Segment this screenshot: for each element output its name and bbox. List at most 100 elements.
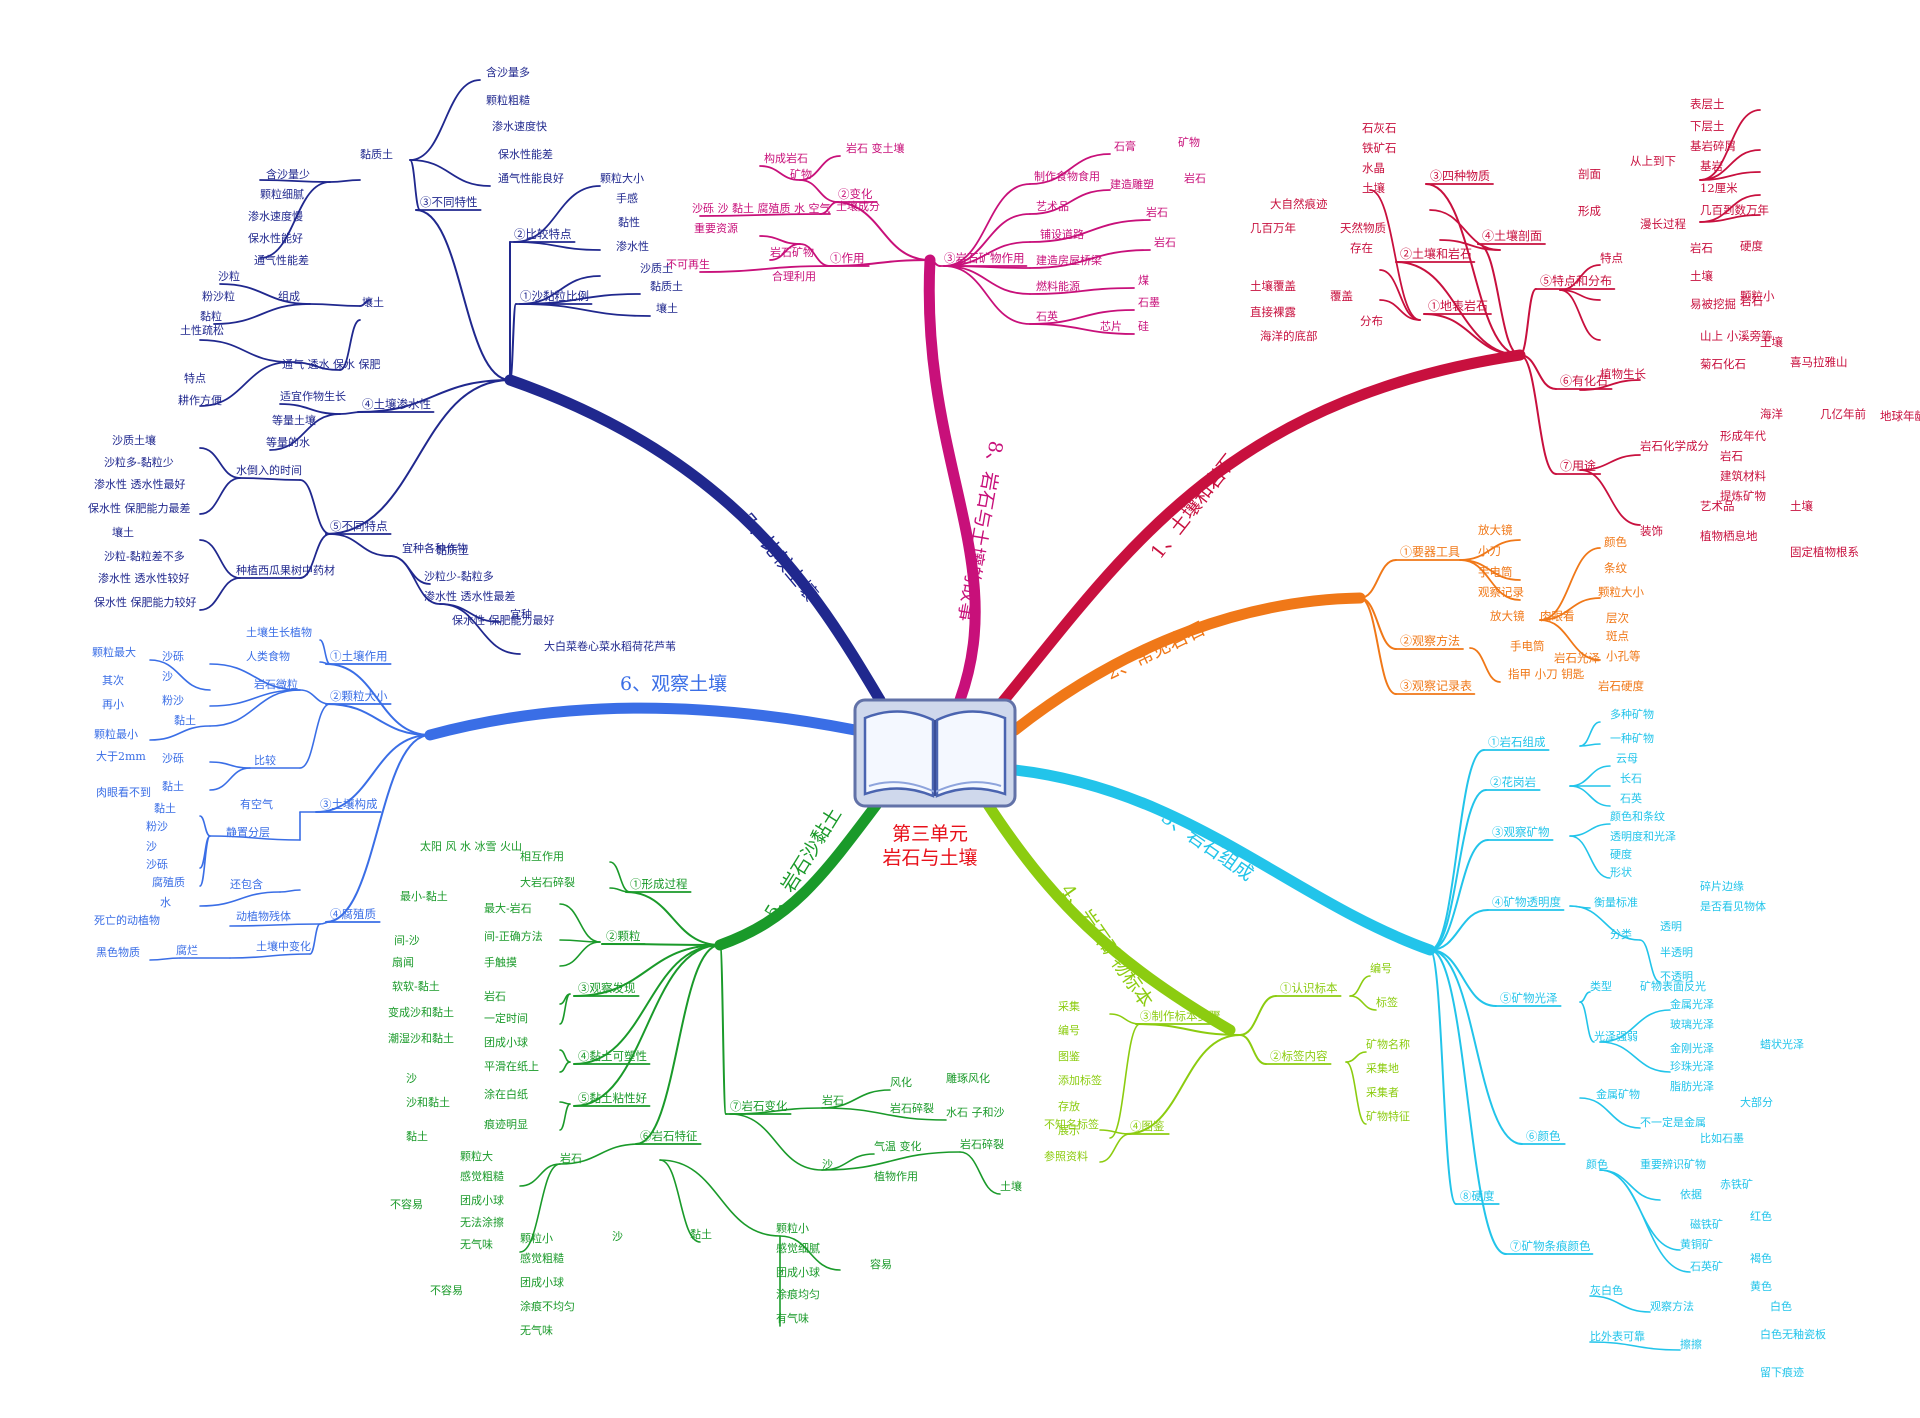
b2-topic-edge-0 — [1359, 559, 1397, 599]
b3-leaf-23: 蜡状光泽 — [1760, 1037, 1804, 1051]
b1-leaf-19: 覆盖 — [1330, 289, 1353, 303]
branch-edges — [149, 79, 1761, 1351]
b2-topic-1: ②观察方法 — [1400, 633, 1460, 648]
b2-leaf-15: 岩石硬度 — [1598, 679, 1644, 693]
b7-leaf-edge-25 — [199, 477, 241, 515]
b7-leaf-20: 黏粒 — [200, 309, 222, 323]
b7-leaf-25: 特点 — [184, 371, 206, 385]
b5-leaf-36: 颗粒小 — [776, 1221, 809, 1235]
b5-leaf-edge-11 — [559, 1143, 641, 1165]
b5-leaf-3: 最小-黏土 — [400, 889, 448, 903]
b5-leaf-10: 变成沙和黏土 — [388, 1005, 454, 1019]
b8-leaf-5: 重要资源 — [694, 221, 738, 235]
b7-leaf-edge-26 — [299, 533, 331, 579]
b1-leaf-3: 土壤 — [1362, 181, 1385, 195]
b7-leaf-15: 渗水速度慢 — [248, 209, 303, 223]
b7-leaf-35: 种植西瓜果树中药材 — [236, 563, 335, 577]
b7-leaf-31: 沙质土壤 — [112, 433, 156, 447]
b4-topic-2: ③制作标本步骤 — [1140, 1009, 1221, 1023]
b7-topic-edge-3 — [357, 379, 511, 413]
b4-leaf-edge-4 — [1109, 1013, 1141, 1025]
b1-leaf-16: 天然物质 — [1340, 221, 1386, 235]
b5-leaf-29: 颗粒小 — [520, 1231, 553, 1245]
b7-leaf-18: 沙粒 — [218, 269, 240, 283]
b3-leaf-edge-19 — [1589, 1341, 1681, 1351]
b5-leaf-edge-16 — [779, 1235, 841, 1271]
b3-leaf-21: 金刚光泽 — [1670, 1041, 1714, 1055]
b1-topic-4: ⑤特点和分布 — [1540, 273, 1612, 288]
b1-leaf-44: 艺术品 — [1700, 499, 1735, 513]
b8-topic-2: ③岩石矿物作用 — [944, 251, 1025, 265]
b1-topic-0: ①地表岩石 — [1428, 298, 1488, 313]
b1-topic-edge-2 — [1425, 183, 1521, 356]
b2-leaf-edge-4 — [1539, 597, 1601, 621]
b5-leaf-1: 相互作用 — [520, 850, 564, 863]
b1-leaf-26: 土壤 — [1690, 269, 1713, 283]
b2-leaf-13: 岩石光泽 — [1554, 651, 1600, 665]
b5-leaf-edge-20 — [821, 1107, 947, 1121]
b3-leaf-39: 白色 — [1770, 1299, 1792, 1313]
b6-leaf-12: 沙砾 — [162, 752, 184, 765]
b1-leaf-41: 建筑材料 — [1720, 469, 1766, 483]
b4-leaf-edge-3 — [1345, 1061, 1367, 1125]
b8-leaf-6: 岩石矿物 — [770, 245, 814, 259]
b1-leaf-37: 地球年龄 — [1880, 409, 1920, 423]
b8-leaf-12: 艺术品 — [1036, 200, 1069, 213]
b3-leaf-18: 光泽强弱 — [1594, 1029, 1638, 1043]
main-branch-b5 — [714, 794, 886, 951]
b1-leaf-edge-9 — [1579, 454, 1641, 471]
b3-topic-7: ⑧硬度 — [1460, 1189, 1495, 1203]
b5-leaf-15: 平滑在纸上 — [484, 1060, 539, 1073]
b6-leaf-29: 腐烂 — [176, 943, 198, 957]
b2-topic-edge-2 — [1359, 597, 1397, 695]
b6-leaf-19: 粉沙 — [146, 820, 168, 833]
b7-leaf-21: 组成 — [278, 289, 300, 303]
b1-leaf-18: 土壤覆盖 — [1250, 279, 1296, 293]
b2-leaf-6: 颗粒大小 — [1598, 585, 1644, 599]
b7-leaf-17: 通气性能差 — [254, 253, 309, 267]
b5-leaf-edge-2 — [559, 903, 601, 943]
b6-leaf-16: 有空气 — [240, 797, 273, 811]
b1-topic-edge-6 — [1519, 354, 1557, 475]
b1-topic-5: ⑥有化石 — [1560, 374, 1608, 388]
b6-leaf-8: 再小 — [102, 698, 124, 711]
b1-leaf-32: 植物生长 — [1600, 367, 1646, 381]
b4-leaf-7: 编号 — [1058, 1023, 1080, 1037]
b3-leaf-11: 是否看见物体 — [1700, 899, 1766, 913]
b1-topic-1: ②土壤和岩石 — [1400, 246, 1472, 261]
b3-topic-edge-2 — [1429, 839, 1489, 951]
branch-label-b2: 2、常见岩石 — [1103, 618, 1209, 685]
b5-leaf-40: 有气味 — [776, 1311, 809, 1325]
b1-leaf-0: 石灰石 — [1362, 121, 1397, 135]
b7-leaf-45: 宜种 — [510, 607, 532, 621]
b4-topic-edge-1 — [1239, 1034, 1267, 1065]
b5-leaf-edge-21 — [729, 1113, 823, 1171]
b1-leaf-20: 直接裸露 — [1250, 305, 1296, 319]
b1-leaf-34: 喜马拉雅山 — [1790, 355, 1848, 369]
b6-topic-edge-1 — [325, 703, 431, 736]
b1-leaf-23: 特点 — [1600, 251, 1623, 265]
b1-leaf-edge-2 — [1369, 189, 1421, 321]
b7-leaf-edge-28 — [199, 539, 241, 579]
b5-leaf-30: 感觉粗糙 — [520, 1251, 564, 1265]
b7-leaf-6: 壤土 — [656, 301, 678, 315]
b7-leaf-edge-17 — [199, 339, 291, 363]
b4-leaf-5: 矿物特征 — [1366, 1109, 1410, 1123]
b5-topic-1: ②颗粒 — [606, 929, 641, 943]
b7-leaf-edge-20 — [279, 403, 341, 415]
b3-leaf-edge-1 — [1579, 743, 1601, 747]
b6-leaf-edge-23 — [229, 953, 311, 959]
b5-leaf-7: 扇闻 — [392, 955, 414, 969]
b5-leaf-11: 岩石 — [484, 989, 506, 1003]
b3-leaf-edge-13 — [1599, 1041, 1671, 1073]
b8-topic-edge-1 — [833, 201, 931, 261]
b4-leaf-3: 采集地 — [1366, 1061, 1399, 1075]
b7-leaf-26: 耕作方便 — [178, 393, 222, 407]
b5-topic-edge-4 — [573, 944, 721, 1107]
b7-leaf-0: 颗粒大小 — [600, 171, 644, 185]
b1-leaf-13: 几百到数万年 — [1700, 203, 1769, 217]
b7-leaf-1: 手感 — [616, 191, 638, 205]
b5-leaf-35: 黏土 — [690, 1227, 712, 1241]
b3-leaf-10: 碎片边缘 — [1700, 879, 1744, 893]
b7-leaf-5: 黏质土 — [650, 279, 683, 293]
